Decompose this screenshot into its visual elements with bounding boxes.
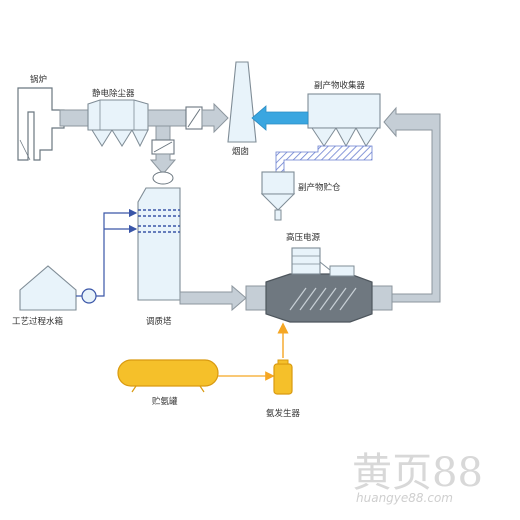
ammonia-storage-tank [117,359,219,387]
byproduct-conveyor [275,145,373,173]
process-water-tank [19,265,77,311]
conditioning-tower [137,187,181,301]
hv-power-supply [291,247,355,277]
hv-power-label: 高压电源 [286,232,321,243]
return-pipe [383,106,441,303]
flow-arrow-down-tower [149,153,177,175]
electrostatic-precipitator [87,99,149,148]
ammonia-storage-label: 贮氨罐 [152,396,178,407]
ammonia-tank-leg-left [131,385,137,393]
watermark-url: huangye88.com [356,491,453,505]
furnace [17,87,65,161]
tower-inlet-fan [152,171,174,185]
ammonia-generator [273,359,293,395]
ammonia-tank-leg-right [199,385,205,393]
flow-arrow-to-chimney [201,102,229,134]
water-pump [81,288,97,304]
byproduct-silo-label: 副产物贮仓 [298,182,341,193]
esp-label: 静电除尘器 [92,88,135,99]
flue-damper [185,106,203,130]
reactor [245,273,393,323]
water-line-pump-tower [96,208,138,297]
duct-furnace-esp [59,109,89,127]
chimney [227,61,257,143]
duct-to-tower [155,125,171,141]
flow-arrow-to-chimney-clean-gas [251,105,309,131]
conditioning-tower-label: 调质塔 [146,316,172,327]
byproduct-collector [307,93,381,148]
byproduct-collector-label: 副产物收集器 [314,80,366,91]
chimney-label: 烟囱 [232,146,249,157]
duct-esp-chimney [147,109,187,127]
duct-tower-reactor [179,284,247,312]
process-water-tank-label: 工艺过程水箱 [12,316,64,327]
byproduct-silo [260,171,296,221]
tower-damper [151,139,175,155]
ammonia-generator-label: 氨发生器 [266,408,301,419]
furnace-label: 锅炉 [30,74,47,85]
watermark-brand: 黄页88 [352,450,483,496]
